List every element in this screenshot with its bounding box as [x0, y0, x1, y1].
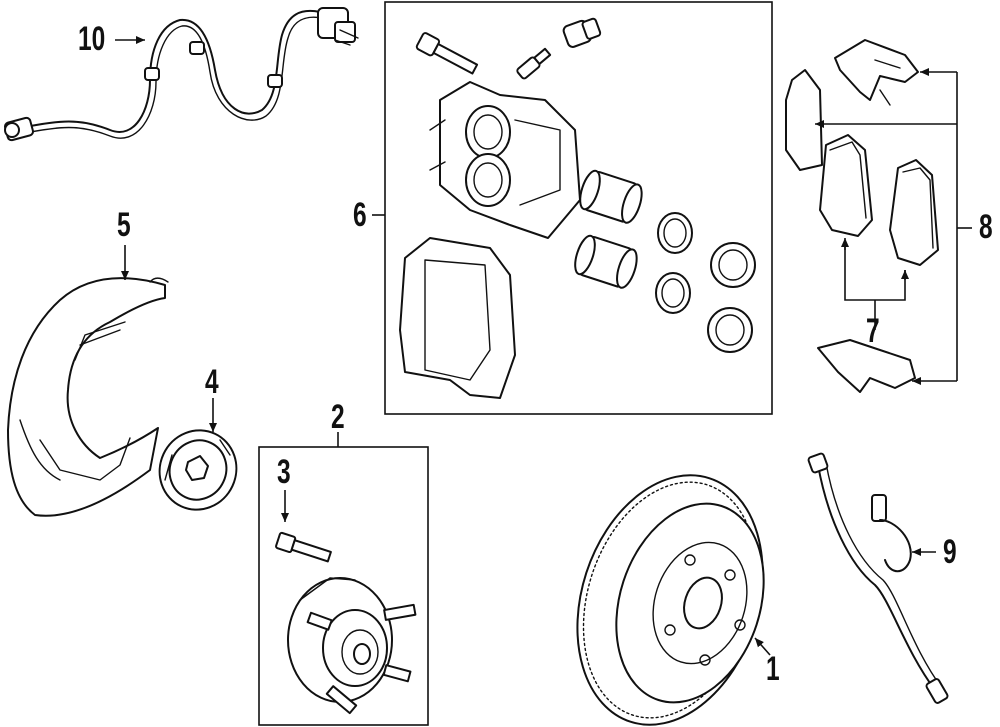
- callout-6[interactable]: 6: [353, 196, 367, 234]
- callout-3[interactable]: 3: [277, 453, 291, 491]
- callout-2[interactable]: 2: [331, 398, 345, 436]
- brake-hose-drawing: [807, 452, 949, 704]
- callout-5[interactable]: 5: [117, 206, 131, 244]
- pads-and-hardware-drawing: [785, 39, 972, 393]
- callout-4[interactable]: 4: [205, 363, 219, 401]
- callout-9[interactable]: 9: [943, 533, 957, 571]
- callout-7[interactable]: 7: [866, 312, 880, 350]
- callout-10[interactable]: 10: [78, 20, 106, 58]
- tone-ring-drawing: [158, 429, 238, 511]
- brake-rotor-drawing: [576, 474, 765, 726]
- callout-8[interactable]: 8: [979, 208, 993, 246]
- leader-lines: [115, 36, 936, 656]
- hub-box: [258, 446, 429, 726]
- caliper-box: [384, 1, 773, 415]
- callout-1[interactable]: 1: [766, 650, 780, 688]
- splash-shield-drawing: [7, 277, 169, 517]
- abs-sensor-harness-drawing: [4, 7, 359, 142]
